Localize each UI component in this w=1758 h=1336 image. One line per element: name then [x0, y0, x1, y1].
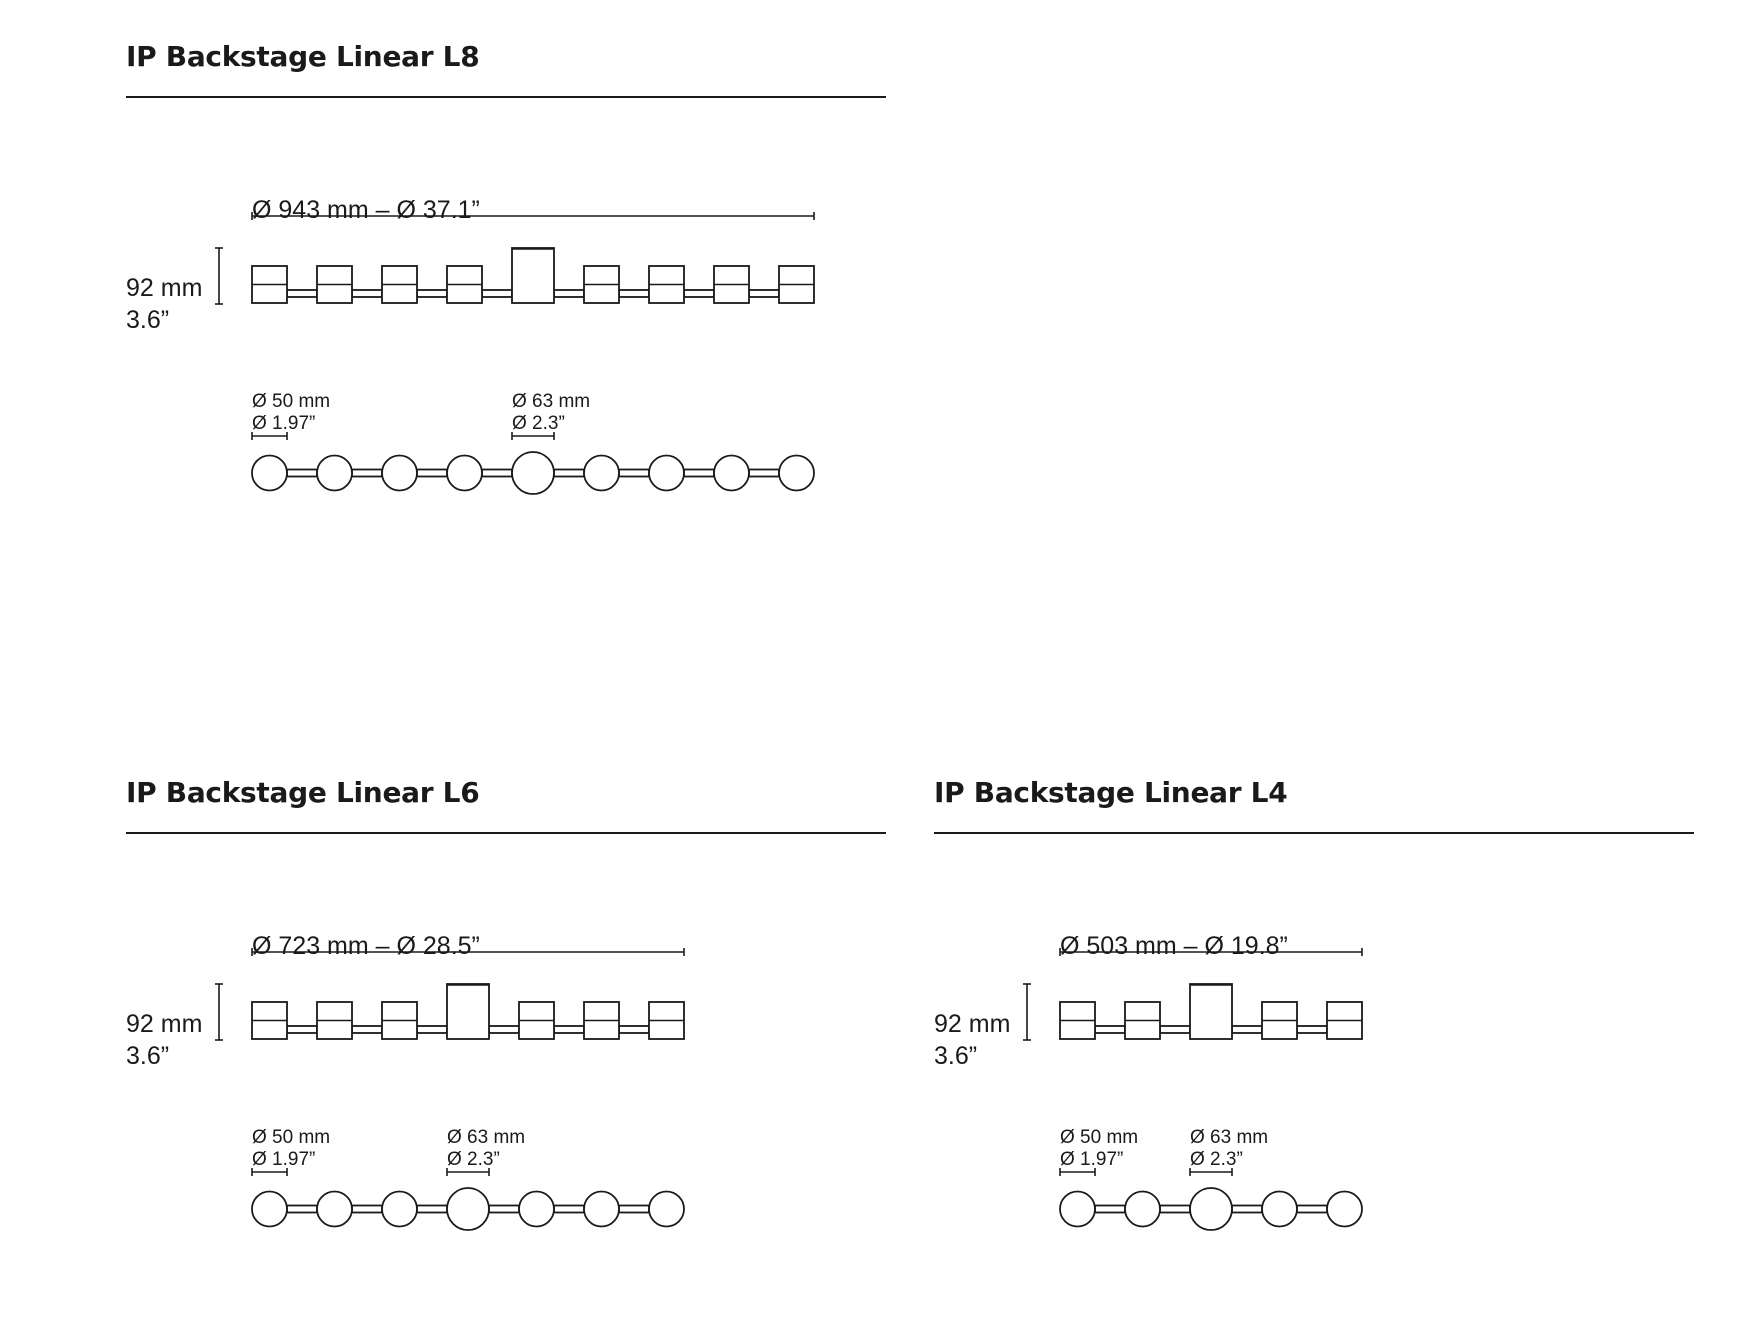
height-in-label: 3.6” — [126, 1042, 170, 1070]
product-title: IP Backstage Linear L4 — [934, 776, 1288, 809]
small-head-top — [316, 454, 353, 492]
connector-bar — [618, 1025, 650, 1034]
small-diameter-mm-label: Ø 50 mm — [1060, 1127, 1139, 1148]
small-diameter-mm-label: Ø 50 mm — [252, 391, 331, 412]
large-head-top — [511, 451, 555, 495]
connector-bar — [416, 1204, 448, 1214]
connector-bar — [416, 289, 448, 298]
large-diameter-in-label: Ø 2.3” — [1190, 1149, 1243, 1170]
connector-bar — [553, 468, 585, 478]
small-diameter-mm-label: Ø 50 mm — [252, 1127, 331, 1148]
small-head-top — [1326, 1190, 1363, 1228]
connector-bar — [1094, 1025, 1126, 1034]
connector-bar — [286, 1025, 318, 1034]
connector-bar — [1094, 1204, 1126, 1214]
connector-bar — [488, 1025, 520, 1034]
large-diameter-mm-label: Ø 63 mm — [512, 391, 591, 412]
small-head-top — [446, 454, 483, 492]
connector-bar — [618, 289, 650, 298]
connector-bar — [481, 468, 513, 478]
connector-bar — [1159, 1204, 1191, 1214]
product-title: IP Backstage Linear L6 — [126, 776, 480, 809]
large-head-side — [1189, 983, 1233, 1040]
small-head-top — [251, 454, 288, 492]
diagram-panel-l4: IP Backstage Linear L4 Ø 503 mm – Ø 19.8… — [934, 776, 1694, 1336]
large-diameter-in-label: Ø 2.3” — [512, 413, 565, 434]
technical-drawing — [215, 948, 685, 1231]
diagram-panel-l6: IP Backstage Linear L6 Ø 723 mm – Ø 28.5… — [126, 776, 886, 1336]
connector-bar — [416, 468, 448, 478]
height-in-label: 3.6” — [934, 1042, 978, 1070]
small-head-top — [1261, 1190, 1298, 1228]
connector-bar — [416, 1025, 448, 1034]
small-head-top — [648, 1190, 685, 1228]
connector-bar — [1231, 1204, 1263, 1214]
technical-drawing — [1023, 948, 1363, 1231]
connector-bar — [286, 289, 318, 298]
title-rule — [126, 832, 886, 834]
connector-bar — [618, 468, 650, 478]
connector-bar — [488, 1204, 520, 1214]
connector-bar — [286, 1204, 318, 1214]
connector-bar — [618, 1204, 650, 1214]
connector-bar — [351, 1025, 383, 1034]
small-head-top — [1124, 1190, 1161, 1228]
large-head-top — [1189, 1187, 1233, 1231]
connector-bar — [351, 1204, 383, 1214]
connector-bar — [1296, 1025, 1328, 1034]
small-head-top — [381, 454, 418, 492]
overall-width-label: Ø 723 mm – Ø 28.5” — [252, 932, 480, 960]
height-mm-label: 92 mm — [126, 274, 203, 302]
connector-bar — [683, 289, 715, 298]
small-head-top — [648, 454, 685, 492]
overall-width-label: Ø 503 mm – Ø 19.8” — [1060, 932, 1288, 960]
large-head-side — [446, 983, 490, 1040]
large-diameter-in-label: Ø 2.3” — [447, 1149, 500, 1170]
connector-bar — [553, 289, 585, 298]
large-head-side — [511, 247, 555, 304]
small-diameter-in-label: Ø 1.97” — [252, 413, 316, 434]
small-head-top — [316, 1190, 353, 1228]
connector-bar — [748, 289, 780, 298]
height-in-label: 3.6” — [126, 306, 170, 334]
connector-bar — [351, 468, 383, 478]
connector-bar — [351, 289, 383, 298]
connector-bar — [1231, 1025, 1263, 1034]
height-mm-label: 92 mm — [934, 1010, 1011, 1038]
connector-bar — [553, 1204, 585, 1214]
connector-bar — [481, 289, 513, 298]
product-title: IP Backstage Linear L8 — [126, 40, 480, 73]
diagram-panel-l8: IP Backstage Linear L8 Ø 943 mm – Ø 37.1… — [126, 40, 886, 600]
small-diameter-in-label: Ø 1.97” — [1060, 1149, 1124, 1170]
small-head-top — [778, 454, 815, 492]
large-head-top — [446, 1187, 490, 1231]
height-mm-label: 92 mm — [126, 1010, 203, 1038]
small-diameter-in-label: Ø 1.97” — [252, 1149, 316, 1170]
connector-bar — [1296, 1204, 1328, 1214]
small-head-top — [251, 1190, 288, 1228]
overall-width-label: Ø 943 mm – Ø 37.1” — [252, 196, 480, 224]
small-head-top — [381, 1190, 418, 1228]
connector-bar — [553, 1025, 585, 1034]
connector-bar — [683, 468, 715, 478]
title-rule — [934, 832, 1694, 834]
connector-bar — [748, 468, 780, 478]
title-rule — [126, 96, 886, 98]
small-head-top — [713, 454, 750, 492]
connector-bar — [286, 468, 318, 478]
small-head-top — [583, 1190, 620, 1228]
small-head-top — [518, 1190, 555, 1228]
technical-drawing — [215, 212, 815, 495]
small-head-top — [583, 454, 620, 492]
connector-bar — [1159, 1025, 1191, 1034]
large-diameter-mm-label: Ø 63 mm — [1190, 1127, 1269, 1148]
large-diameter-mm-label: Ø 63 mm — [447, 1127, 526, 1148]
small-head-top — [1059, 1190, 1096, 1228]
